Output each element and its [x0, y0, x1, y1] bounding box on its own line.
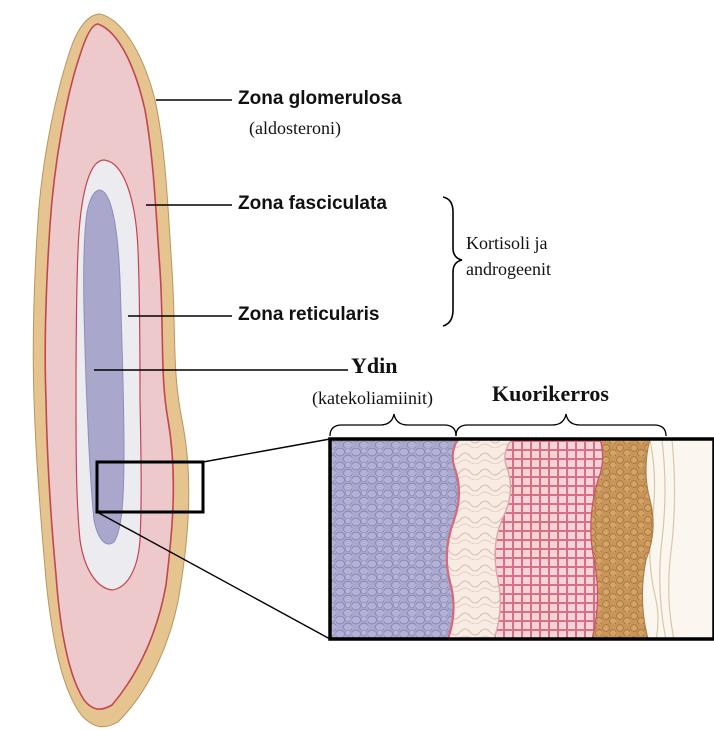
kuorikerros-label: Kuorikerros	[492, 381, 609, 407]
cortex-brace	[456, 414, 666, 436]
katekoliamiinit-label: (katekoliamiinit)	[312, 388, 433, 409]
medulla-brace	[330, 414, 456, 436]
aldosteroni-label: (aldosteroni)	[249, 118, 341, 139]
detail-medulla	[330, 439, 459, 639]
zona-fasciculata-label: Zona fasciculata	[238, 193, 387, 215]
tissue-detail	[330, 439, 714, 640]
zona-glomerulosa-label: Zona glomerulosa	[238, 88, 402, 110]
ydin-label: Ydin	[351, 353, 397, 379]
zoom-line-top	[203, 439, 330, 462]
detail-fasciculata	[492, 439, 603, 639]
androgeenit-label: androgeenit	[466, 259, 551, 280]
kortisoli-label: Kortisoli ja	[466, 233, 548, 254]
cortisol-brace	[443, 197, 462, 326]
zona-reticularis-label: Zona reticularis	[238, 304, 380, 326]
